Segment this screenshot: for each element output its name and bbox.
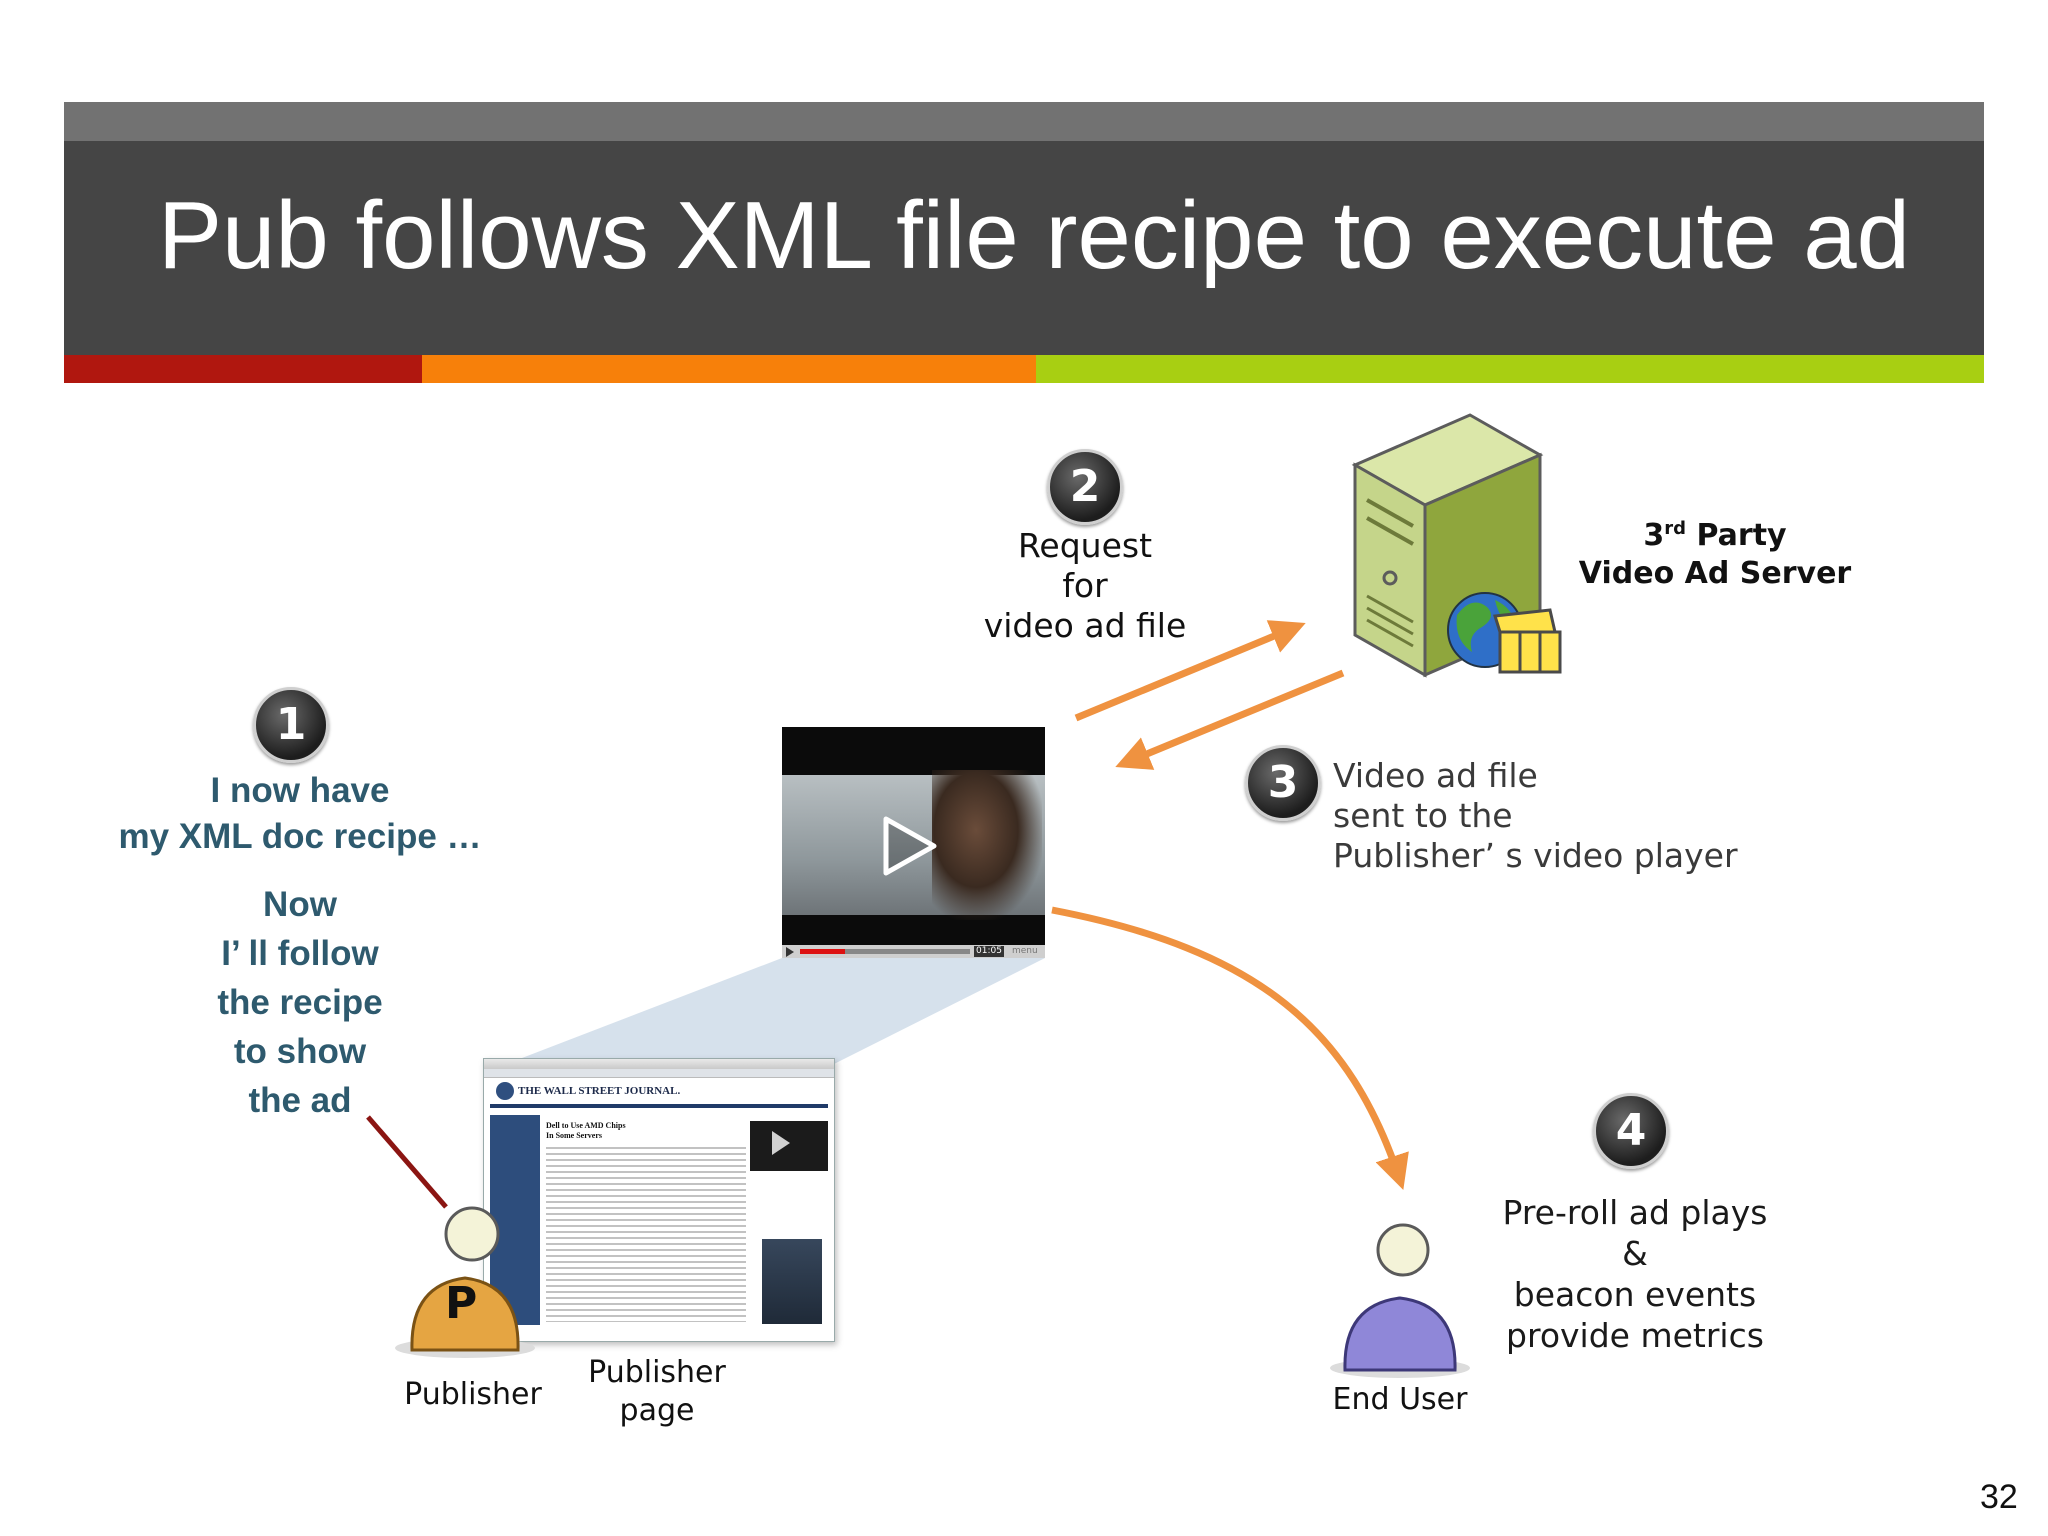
publisher-page-label: Publisher page [572, 1354, 742, 1430]
end-user-person-icon [1330, 1223, 1470, 1378]
step-1-line-2: my XML doc recipe … [118, 817, 482, 856]
player-controls: 01:05 menu [782, 945, 1045, 958]
follow-line-1: Now [263, 885, 337, 924]
video-character [932, 770, 1042, 920]
step-2-badge: 2 [1047, 449, 1123, 525]
step-4-line-2: & [1622, 1234, 1648, 1273]
follow-line-4: to show [233, 1032, 367, 1071]
progress-track[interactable] [800, 949, 970, 954]
player-menu[interactable]: menu [1012, 946, 1038, 956]
step-1-line-1: I now have [210, 771, 390, 810]
page-headline: Dell to Use AMD Chips In Some Servers [546, 1121, 626, 1141]
step-4-line-1: Pre-roll ad plays [1502, 1193, 1768, 1232]
arrow-response [1115, 669, 1345, 770]
stripe-orange [422, 355, 1036, 383]
slide-title: Pub follows XML file recipe to execute a… [158, 182, 1911, 289]
server-icon [1351, 413, 1562, 678]
step-3-text: Video ad file sent to the Publisher’ s v… [1333, 756, 1803, 876]
browser-titlebar [484, 1059, 834, 1069]
embedded-play-icon [772, 1131, 790, 1155]
server-label: 3rd Party Video Ad Server [1560, 510, 1870, 593]
video-frame [782, 770, 1045, 920]
title-bar-top [64, 102, 1984, 141]
publisher-person-icon [395, 1206, 535, 1358]
follow-line-2: I’ ll follow [221, 934, 379, 973]
step-4-text: Pre-roll ad plays & beacon events provid… [1460, 1192, 1810, 1356]
progress-fill [800, 949, 845, 954]
page-headline-2: In Some Servers [546, 1131, 602, 1140]
step-4-badge: 4 [1593, 1093, 1669, 1169]
stripe-green [1036, 355, 1984, 383]
step-2-line-1: Request [1017, 526, 1153, 565]
server-label-ordinal: 3 [1643, 518, 1665, 553]
server-label-line-2: Video Ad Server [1578, 556, 1852, 591]
page-car-ad [762, 1239, 822, 1324]
step-3-line-1: Video ad file [1333, 756, 1538, 795]
server-label-line-1: 3rd Party [1560, 510, 1870, 555]
page-article-text [546, 1147, 746, 1322]
publisher-web-page: THE WALL STREET JOURNAL. Dell to Use AMD… [483, 1058, 835, 1342]
publisher-page-line-2: page [619, 1393, 695, 1428]
video-player: 01:05 menu [782, 727, 1045, 958]
step-1-text: I now have my XML doc recipe … [110, 768, 490, 860]
publisher-label: Publisher [404, 1377, 542, 1412]
masthead-text: THE WALL STREET JOURNAL. [518, 1085, 681, 1097]
step-4-line-3: beacon events [1513, 1275, 1757, 1314]
wsj-logo-icon [496, 1082, 514, 1100]
projection-beam [496, 958, 1045, 1068]
page-number: 32 [1980, 1478, 2018, 1516]
player-time: 01:05 [974, 946, 1004, 957]
follow-line-3: the recipe [217, 983, 383, 1022]
step-2-line-3: video ad file [983, 606, 1187, 645]
arrow-request [1074, 620, 1306, 722]
page-rule [490, 1104, 828, 1108]
play-icon[interactable] [880, 813, 940, 879]
step-1-badge: 1 [253, 687, 329, 763]
page-embedded-player [750, 1121, 828, 1171]
step-3-line-2: sent to the [1333, 796, 1513, 835]
publisher-badge-letter: P [445, 1278, 478, 1329]
server-label-party: Party [1686, 518, 1787, 553]
publisher-page-line-1: Publisher [588, 1355, 726, 1390]
control-play-icon[interactable] [786, 947, 794, 957]
title-bar [64, 141, 1984, 355]
step-3-badge: 3 [1245, 745, 1321, 821]
publisher-pointer-line [366, 1115, 448, 1209]
step-1-follow-text: Now I’ ll follow the recipe to show the … [180, 880, 420, 1125]
step-3-line-3: Publisher’ s video player [1333, 836, 1738, 875]
page-headline-1: Dell to Use AMD Chips [546, 1121, 626, 1130]
step-2-line-2: for [1062, 566, 1108, 605]
arrow-to-end-user [1051, 906, 1409, 1190]
browser-toolbar [484, 1069, 834, 1078]
stripe-red [64, 355, 422, 383]
follow-line-5: the ad [248, 1081, 352, 1120]
step-4-line-4: provide metrics [1506, 1316, 1764, 1355]
server-label-sup: rd [1664, 518, 1687, 539]
page-masthead: THE WALL STREET JOURNAL. [484, 1078, 834, 1104]
step-2-text: Request for video ad file [950, 526, 1220, 646]
end-user-label: End User [1332, 1382, 1468, 1417]
